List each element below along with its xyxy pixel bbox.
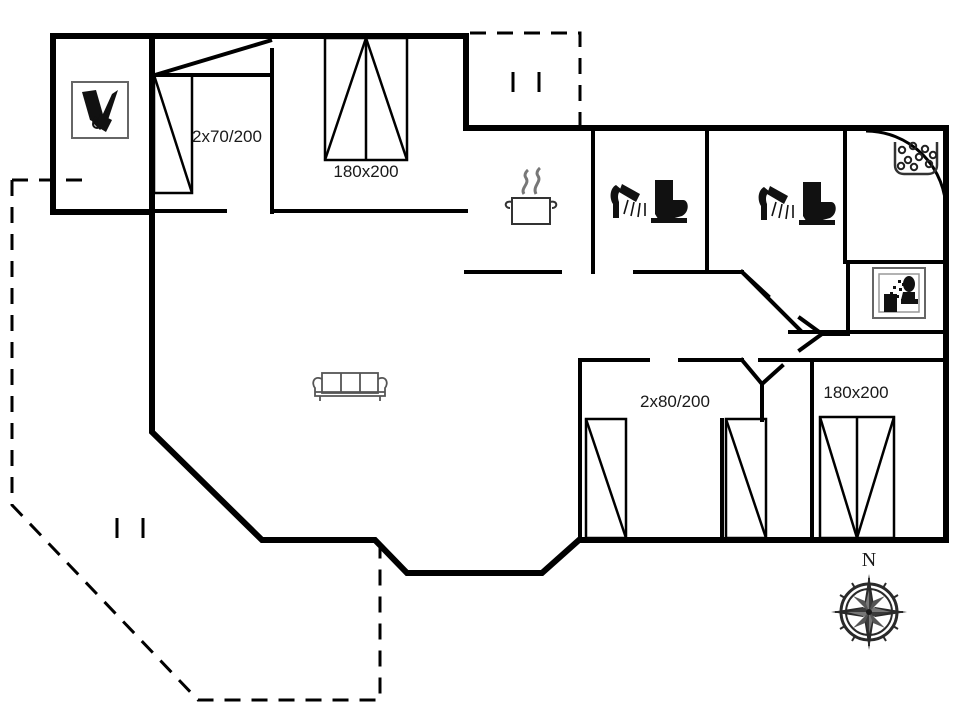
sofa-icon xyxy=(312,372,388,401)
cooking-pot-icon xyxy=(504,166,558,225)
terrace-north-outline xyxy=(470,31,582,128)
terrace-step-marks-north xyxy=(511,72,541,92)
shower-toilet-icon-1 xyxy=(610,180,688,223)
sauna-icon xyxy=(872,267,926,319)
cleaning-tools-icon xyxy=(71,81,129,139)
bed-dimension-top-middle: 180x200 xyxy=(333,162,398,181)
whirlpool-door-arc xyxy=(865,129,948,212)
bed-bottom-middle-right xyxy=(724,417,768,540)
dimension-labels: 2x70/200 180x200 2x80/200 180x200 xyxy=(192,127,889,411)
door-symbols xyxy=(739,269,850,422)
shower-toilet-icon-2 xyxy=(758,182,836,225)
bunk-bed-top-left xyxy=(152,73,194,195)
bunk-bed-dimension-top-left: 2x70/200 xyxy=(192,127,262,146)
interior-walls xyxy=(150,48,948,542)
terrace-step-marks-west xyxy=(115,518,145,538)
whirlpool-tub-icon xyxy=(893,141,939,176)
bed-top-middle xyxy=(323,36,409,162)
compass-north-label: N xyxy=(862,549,876,571)
bed-dimension-bottom-right: 180x200 xyxy=(823,383,888,402)
roof-slope-line-top-left xyxy=(154,38,273,77)
bed-bottom-right xyxy=(818,415,896,540)
bed-bottom-middle-left xyxy=(584,417,628,540)
bed-dimension-bottom-middle: 2x80/200 xyxy=(640,392,710,411)
compass-rose: N xyxy=(831,549,907,650)
exterior-walls xyxy=(50,33,949,576)
terrace-west-outline xyxy=(10,178,382,702)
